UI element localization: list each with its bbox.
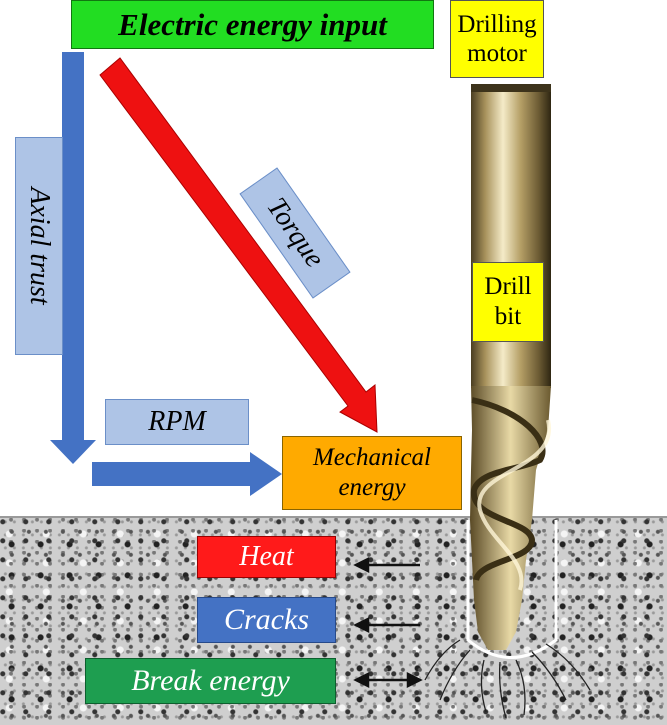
axial-trust-label: Axial trust <box>15 137 63 355</box>
break-energy-label: Break energy <box>85 658 336 704</box>
cracks-label: Cracks <box>197 597 336 643</box>
rpm-label: RPM <box>105 399 249 445</box>
heat-label: Heat <box>197 536 336 578</box>
drill-shank <box>471 88 551 388</box>
rpm-arrow <box>92 452 282 496</box>
heat-arrow <box>356 559 420 571</box>
electric-energy-input-label: Electric energy input <box>71 0 434 49</box>
break-energy-arrow <box>356 674 420 686</box>
drill-bit-label: Drill bit <box>472 262 544 342</box>
cracks-arrow <box>356 619 420 631</box>
torque-arrow <box>100 58 377 432</box>
rock-cracks <box>425 640 590 718</box>
mechanical-energy-label: Mechanical energy <box>282 436 462 510</box>
drilling-motor-label: Drilling motor <box>450 0 544 78</box>
